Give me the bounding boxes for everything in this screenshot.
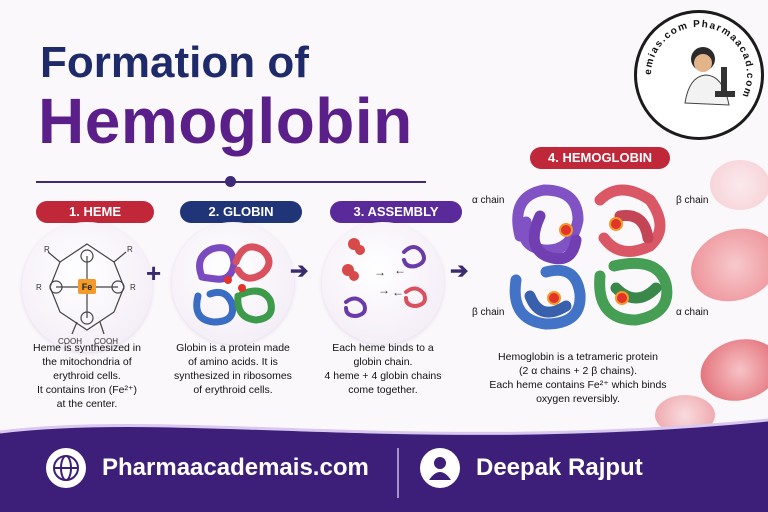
fe-label: Fe bbox=[82, 282, 93, 292]
footer-band bbox=[0, 418, 768, 512]
hemoglobin-structure bbox=[509, 184, 673, 330]
step-4-label: 4. HEMOGLOBIN bbox=[547, 150, 652, 165]
desc-line: globin chain. bbox=[353, 356, 413, 368]
fe-atom bbox=[78, 279, 96, 294]
desc-line: Hemoglobin is a tetrameric protein bbox=[498, 351, 658, 363]
r-group-label: R bbox=[127, 245, 133, 254]
globe-icon bbox=[46, 448, 86, 488]
title-divider-dot bbox=[225, 176, 236, 187]
alpha-chain-label-top: α chain bbox=[472, 195, 505, 206]
desc-line: come together. bbox=[348, 384, 418, 396]
desc-line: Each heme binds to a bbox=[332, 342, 434, 354]
assembly-circle: → → ← ← bbox=[322, 222, 444, 344]
desc-line: of amino acids. It is bbox=[188, 356, 278, 368]
pharmaacademais-logo: emias.com Pharmaacad.com bbox=[634, 10, 764, 140]
desc-line: (2 α chains + 2 β chains). bbox=[518, 365, 638, 377]
step-2-pill: 2. GLOBIN bbox=[180, 201, 302, 223]
globin-circle bbox=[172, 222, 294, 344]
desc-line: synthesized in ribosomes bbox=[174, 370, 292, 382]
arrow-operator-1: ➔ bbox=[290, 258, 309, 283]
cooh-label: COOH bbox=[94, 337, 118, 346]
svg-text:←: ← bbox=[394, 263, 406, 277]
step-2-description: Globin is a protein made of amino acids.… bbox=[160, 341, 306, 397]
user-icon bbox=[420, 448, 460, 488]
step-3-pill: 3. ASSEMBLY bbox=[330, 201, 462, 223]
step-1-description: Heme is synthesized in the mitochondria … bbox=[14, 341, 160, 411]
desc-line: the mitochondria of bbox=[42, 356, 132, 368]
title-line-2: Hemoglobin bbox=[38, 85, 413, 157]
blood-cell-decoration bbox=[680, 216, 768, 314]
blood-cell-decoration bbox=[710, 160, 768, 210]
cooh-label: COOH bbox=[58, 337, 82, 346]
svg-text:→: → bbox=[378, 283, 390, 297]
r-group-label: R bbox=[130, 283, 136, 292]
step-1-label: 1. HEME bbox=[68, 204, 121, 219]
desc-line: It contains Iron (Fe²⁺) bbox=[36, 384, 138, 396]
desc-line: Globin is a protein made bbox=[176, 342, 290, 354]
desc-line: Heme is synthesized in bbox=[33, 342, 141, 354]
step-4-pill: 4. HEMOGLOBIN bbox=[530, 147, 670, 169]
beta-chain-label-bottom: β chain bbox=[472, 307, 505, 318]
desc-line: oxygen reversibly. bbox=[536, 393, 620, 405]
desc-line: erythroid cells. bbox=[53, 370, 121, 382]
desc-line: 4 heme + 4 globin chains bbox=[324, 370, 442, 382]
beta-chain-label-top: β chain bbox=[676, 195, 709, 206]
desc-line: of erythroid cells. bbox=[193, 384, 273, 396]
step-3-description: Each heme binds to a globin chain. 4 hem… bbox=[308, 341, 458, 397]
step-4-description: Hemoglobin is a tetrameric protein (2 α … bbox=[478, 350, 678, 406]
r-group-label: R bbox=[36, 283, 42, 292]
author-name: Deepak Rajput bbox=[476, 454, 643, 481]
microscope-icon bbox=[721, 67, 727, 93]
step-3-label: 3. ASSEMBLY bbox=[353, 204, 439, 219]
desc-line: at the center. bbox=[56, 398, 118, 410]
desc-line: Each heme contains Fe²⁺ which binds bbox=[489, 379, 667, 391]
r-group-label: R bbox=[44, 245, 50, 254]
alpha-chain-label-bottom: α chain bbox=[676, 307, 709, 318]
website-link[interactable]: Pharmaacademais.com bbox=[102, 454, 369, 481]
arrow-operator-2: ➔ bbox=[450, 258, 469, 283]
step-2-label: 2. GLOBIN bbox=[208, 204, 274, 219]
blood-cell-decoration bbox=[693, 330, 768, 410]
svg-text:→: → bbox=[374, 265, 386, 279]
heme-structure-circle: Fe R R R R COOH COOH bbox=[22, 222, 152, 352]
step-1-pill: 1. HEME bbox=[36, 201, 154, 223]
svg-text:←: ← bbox=[392, 285, 404, 299]
title-line-1: Formation of bbox=[40, 38, 309, 87]
plus-operator: + bbox=[146, 258, 162, 288]
